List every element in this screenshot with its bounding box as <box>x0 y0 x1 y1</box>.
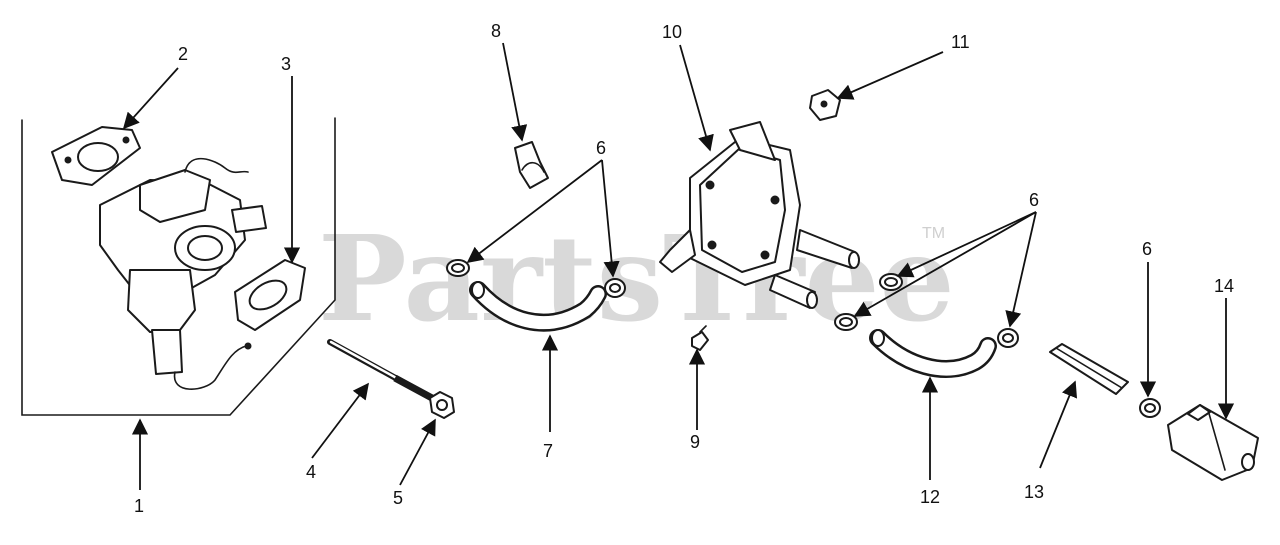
callout-6a: 6 <box>596 138 606 158</box>
callout-6c: 6 <box>1142 239 1152 259</box>
hose-clip[interactable] <box>514 141 549 189</box>
callout-5: 5 <box>393 488 403 508</box>
watermark-trademark: TM <box>922 225 945 242</box>
watermark-text: PartsTree <box>318 209 955 348</box>
fuel-filter[interactable] <box>1167 404 1259 481</box>
hex-nut[interactable] <box>429 391 455 419</box>
hose-clamp-left-a[interactable] <box>446 259 470 277</box>
carburetor-assembly-bracket <box>21 117 336 490</box>
fuel-pump[interactable] <box>659 121 860 309</box>
hose-section[interactable] <box>1049 343 1129 395</box>
fuel-hose-right[interactable] <box>869 329 997 378</box>
carburetor-gasket[interactable] <box>51 126 141 186</box>
callout-13: 13 <box>1024 482 1044 502</box>
leader-lines <box>122 42 1235 486</box>
callout-6b: 6 <box>1029 190 1039 210</box>
hose-clamp-right-c[interactable] <box>997 328 1019 348</box>
hose-clamp-filter[interactable] <box>1139 398 1161 418</box>
callout-2: 2 <box>178 44 188 64</box>
intake-gasket[interactable] <box>234 259 306 331</box>
callout-3: 3 <box>281 54 291 74</box>
hose-clamp-left-b[interactable] <box>604 278 626 298</box>
callout-4: 4 <box>306 462 316 482</box>
callout-labels: 1 2 3 4 5 6 6 6 7 8 9 10 11 12 13 14 <box>134 21 1234 516</box>
hose-clamp-right-a[interactable] <box>879 273 903 291</box>
carburetor[interactable] <box>99 157 267 390</box>
long-bolt[interactable] <box>327 339 435 402</box>
callout-8: 8 <box>491 21 501 41</box>
fuel-hose-left[interactable] <box>469 281 607 332</box>
callout-9: 9 <box>690 432 700 452</box>
hose-clamp-right-b[interactable] <box>834 313 858 331</box>
callout-11: 11 <box>951 32 970 52</box>
callout-14: 14 <box>1214 276 1234 296</box>
watermark: PartsTree TM <box>318 209 955 348</box>
callout-10: 10 <box>662 22 682 42</box>
callout-12: 12 <box>920 487 940 507</box>
connector-clip[interactable] <box>809 89 841 121</box>
small-fitting[interactable] <box>691 325 709 351</box>
callout-7: 7 <box>543 441 553 461</box>
callout-1: 1 <box>134 496 144 516</box>
